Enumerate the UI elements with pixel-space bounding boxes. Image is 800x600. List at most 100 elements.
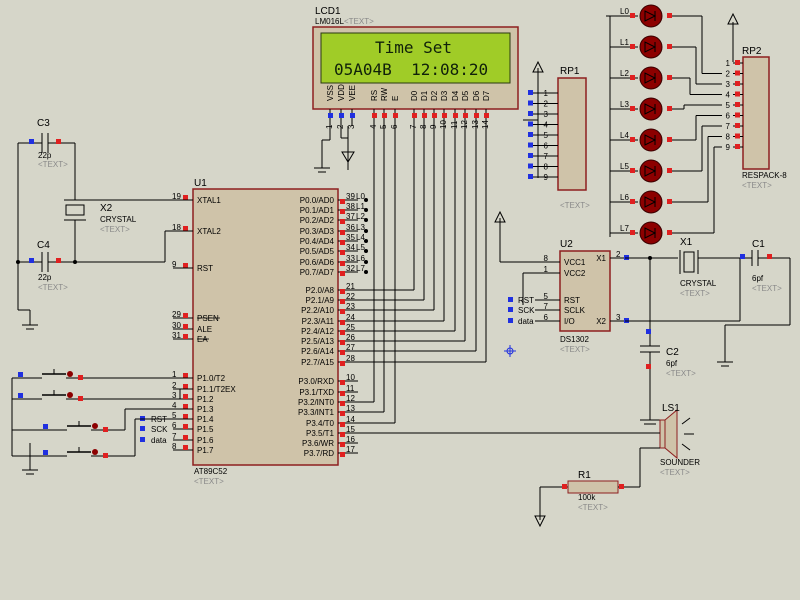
u1-right-pin-marker [340, 432, 345, 437]
pushbutton[interactable] [43, 447, 108, 458]
u1-right-pin-name: P2.5/A13 [301, 337, 334, 346]
u1-right-pin-number: 38 [346, 202, 355, 211]
rp1-placeholder: <TEXT> [560, 201, 590, 210]
led-marker [667, 199, 672, 204]
lcd-pin-name: VDD [337, 84, 346, 101]
r1-resistor[interactable]: R1 100k <TEXT> [534, 470, 640, 528]
led[interactable]: L4 [610, 128, 672, 152]
u1-left-pin-number: 1 [172, 370, 177, 379]
u1-left-pin-marker [183, 334, 188, 339]
u1-left-pin-number: 3 [172, 391, 177, 400]
lcd-pin-marker [432, 113, 437, 118]
ls1-sounder[interactable]: LS1 SOUNDER <TEXT> [639, 402, 700, 487]
rp2-led-wires [672, 15, 722, 234]
u1-right-pin-name: P3.4/T0 [306, 419, 335, 428]
rp2-model: RESPACK-8 [742, 171, 787, 180]
led-marker [667, 13, 672, 18]
u1-left-pin-name: XTAL2 [197, 227, 221, 236]
led[interactable]: L1 [610, 35, 672, 59]
u1-left-pin-marker [183, 373, 188, 378]
u1-right-pin-number: 27 [346, 343, 355, 352]
c4-placeholder: <TEXT> [38, 283, 68, 292]
u1-left-pin-marker [183, 384, 188, 389]
rp2-pin-number: 6 [726, 112, 731, 121]
u1-right-pin-name: P2.6/A14 [301, 347, 334, 356]
p3-lcd-control-wires [355, 126, 396, 424]
u1-right-pin-name: P3.3/INT1 [298, 408, 335, 417]
rp1-pin-number: 4 [544, 121, 549, 130]
c1-placeholder: <TEXT> [752, 284, 782, 293]
u1-right-pin-marker [340, 422, 345, 427]
u2-net-label: data [518, 317, 534, 326]
lcd-pin-number: 13 [471, 120, 480, 129]
u1-right-pin-name: P3.7/RD [304, 449, 334, 458]
pushbutton[interactable] [43, 421, 108, 432]
r1-value: 100k [578, 493, 596, 502]
u1-right-pin-marker [340, 380, 345, 385]
rp1-pin-marker [528, 121, 533, 127]
u1-right-pin-number: 25 [346, 323, 355, 332]
u1-left-pin-marker [183, 424, 188, 429]
lcd-ref: LCD1 [315, 6, 341, 17]
led[interactable]: L0 [610, 4, 672, 28]
c1-value: 6pf [752, 274, 764, 283]
u1-right-pin-name: P0.1/AD1 [300, 206, 335, 215]
led[interactable]: L6 [610, 190, 672, 214]
u1-left-pin-number: 5 [172, 411, 177, 420]
rp1-pin-marker [528, 100, 533, 106]
net-marker [508, 297, 513, 302]
u1-right-pin-marker [340, 209, 345, 214]
pushbutton[interactable] [18, 369, 83, 380]
lcd-line2: 05A04B 12:08:20 [334, 60, 488, 79]
u1-right-pin-number: 23 [346, 302, 355, 311]
lcd-pin-name: D1 [420, 90, 429, 101]
x1-ref: X1 [680, 237, 693, 248]
junction-dot [364, 249, 368, 253]
u1-left-pin-number: 6 [172, 421, 177, 430]
lcd-pin-marker [328, 113, 333, 118]
u2-pin-number: 3 [616, 313, 621, 322]
u1-right-pin-number: 26 [346, 333, 355, 342]
net-marker [508, 318, 513, 323]
u2-placeholder: <TEXT> [560, 345, 590, 354]
u2-pin-number: 2 [616, 250, 621, 259]
pushbutton[interactable] [18, 390, 83, 401]
junction-dot [364, 218, 368, 222]
u1-left-pin-marker [183, 226, 188, 231]
led[interactable]: L5 [610, 159, 672, 183]
led-supply [606, 15, 611, 237]
led[interactable]: L3 [610, 97, 672, 121]
u1-right-pin-name: P0.4/AD4 [300, 237, 335, 246]
u1-left-pin-name: P1.6 [197, 436, 214, 445]
u1-ref: U1 [194, 178, 207, 189]
led[interactable]: L7 [610, 221, 672, 245]
u2-pin-number: 1 [544, 265, 549, 274]
led-body-icon [639, 190, 663, 214]
led-diode-icon [644, 72, 657, 84]
lcd-module[interactable]: Time Set 05A04B 12:08:20 LCD1 LM016L <TE… [312, 6, 519, 129]
led-label: L2 [620, 69, 629, 78]
pushbutton-marker [103, 453, 108, 458]
rp1-pin-number: 6 [544, 142, 549, 151]
lcd-pin-name: D6 [472, 90, 481, 101]
u1-left-pin-name: P1.2 [197, 395, 214, 404]
net-marker [140, 426, 145, 431]
led[interactable]: L2 [610, 66, 672, 90]
u2-net-label: SCK [518, 306, 535, 315]
u2-pin-number: 5 [544, 292, 549, 301]
rp1-pin-number: 1 [544, 89, 549, 98]
u1-left-pin-marker [183, 394, 188, 399]
u1-right-pin-name: P2.0/A8 [306, 286, 335, 295]
lcd-pin-name: D5 [461, 90, 470, 101]
u1-right-pin-number: 35 [346, 233, 355, 242]
lcd-pin-marker [350, 113, 355, 118]
junction-dot [364, 239, 368, 243]
lcd-pin-marker [339, 113, 344, 118]
u1-left-pin-marker [183, 195, 188, 200]
